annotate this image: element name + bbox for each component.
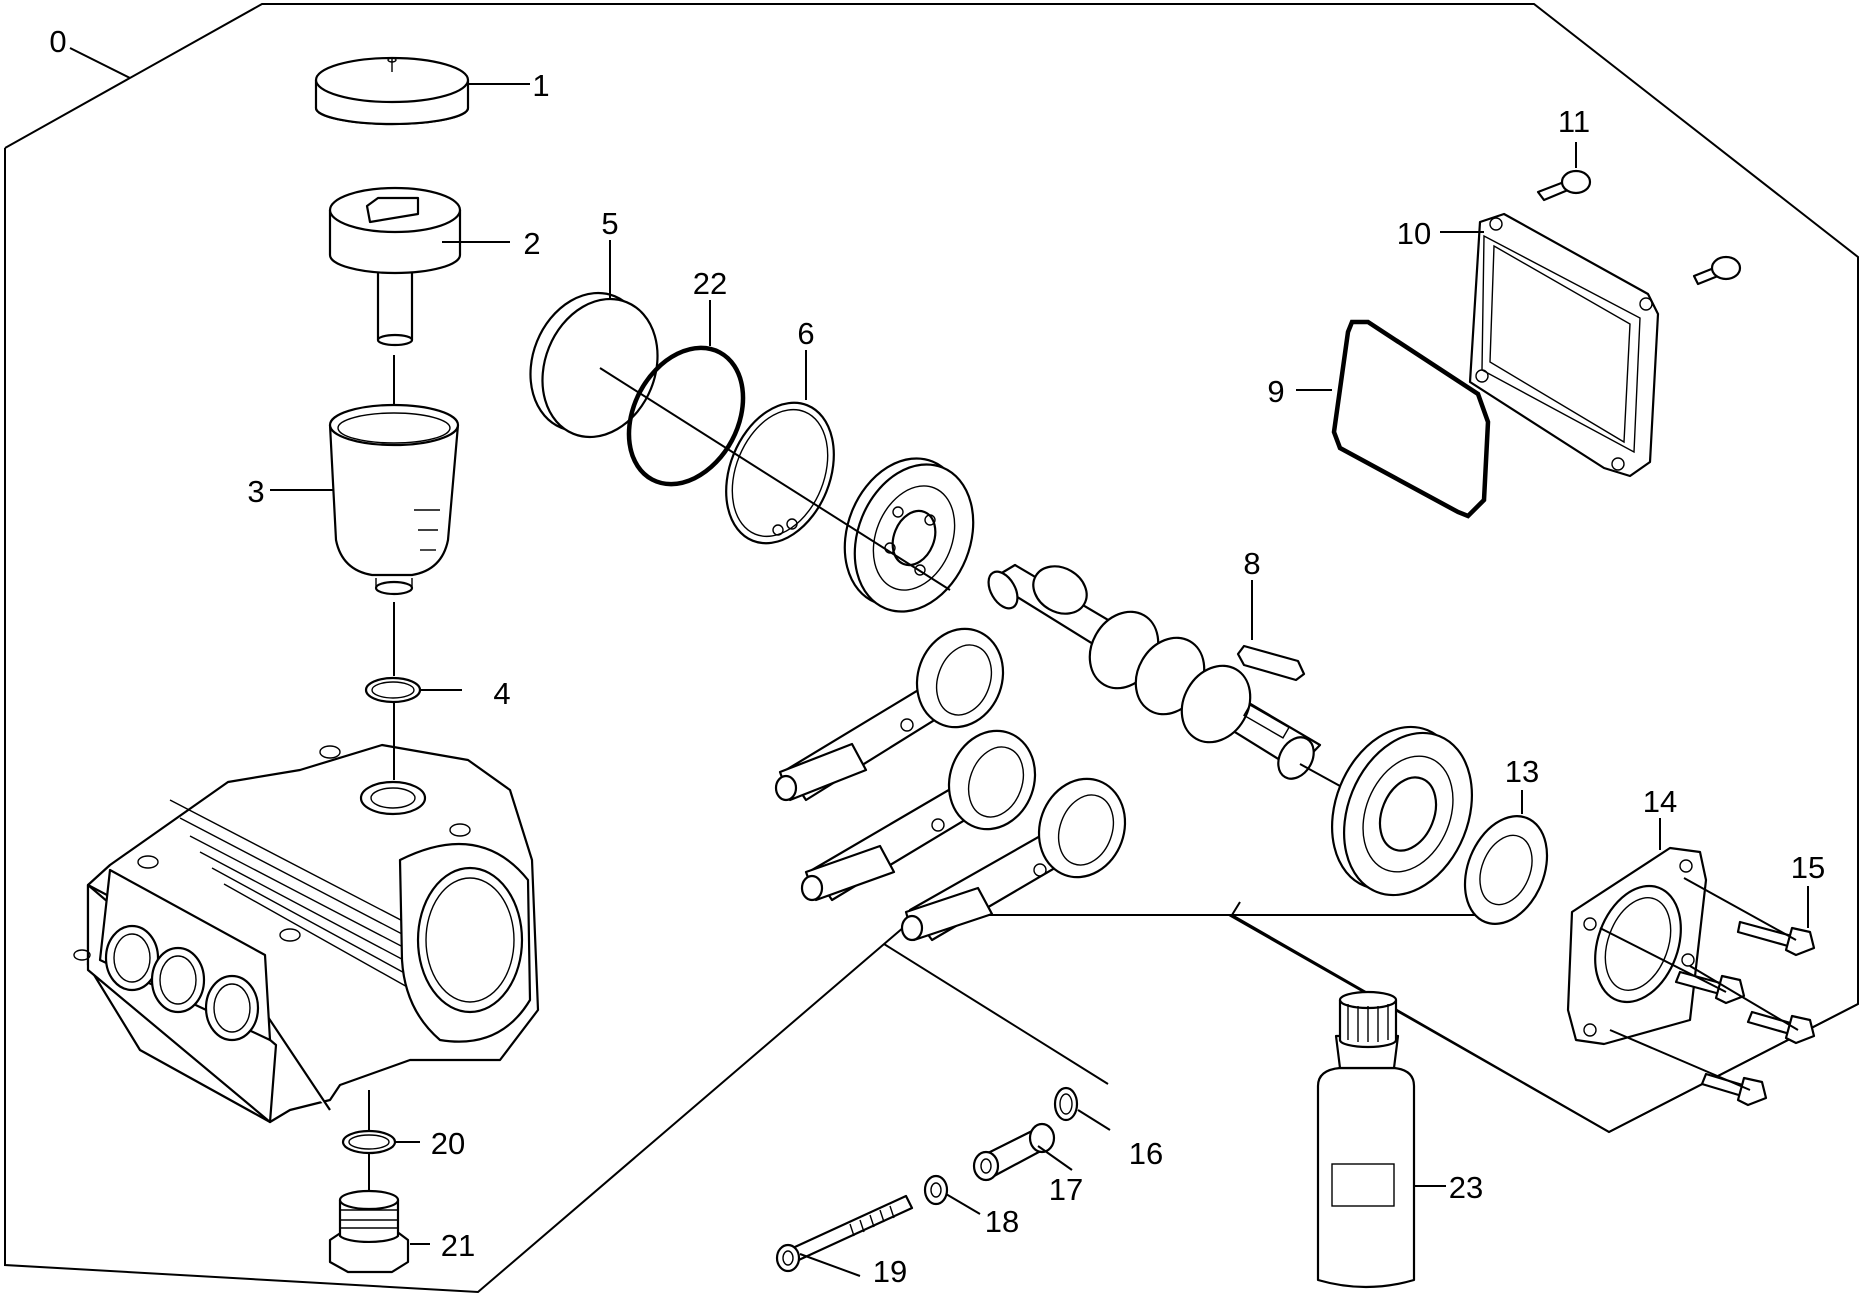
callout-20: 20	[431, 1126, 465, 1161]
callout-4: 4	[493, 676, 510, 711]
callout-18: 18	[985, 1204, 1019, 1239]
connecting-rods	[774, 627, 1127, 942]
callout-1: 1	[532, 68, 549, 103]
part-13-oil-seal	[1463, 815, 1549, 925]
part-10-rear-cover	[1468, 212, 1660, 478]
callout-9: 9	[1267, 374, 1284, 409]
callout-13: 13	[1505, 754, 1539, 789]
front-bearing	[843, 457, 975, 613]
part-5-cover-disc	[529, 291, 659, 439]
leader-lines	[69, 47, 1809, 1277]
part-18-washer	[923, 1174, 949, 1206]
pump-housing	[73, 743, 540, 1124]
part-20-o-ring	[341, 1129, 397, 1155]
callout-2: 2	[523, 226, 540, 261]
callout-labels: 0 1 2 3 4 5 22 6 8 9 10 11 13 14 15 16 1…	[49, 24, 1825, 1289]
callout-21: 21	[441, 1228, 475, 1263]
part-21-drain-plug	[328, 1189, 410, 1274]
part-8-key	[1236, 644, 1306, 682]
part-19-cap-screw	[775, 1194, 914, 1273]
part-16-retaining-ring	[1053, 1086, 1079, 1122]
callout-3: 3	[247, 474, 264, 509]
callout-15: 15	[1791, 850, 1825, 885]
part-17-wrist-pin	[972, 1122, 1056, 1182]
callout-17: 17	[1049, 1172, 1083, 1207]
part-6-circlip	[725, 401, 835, 545]
callout-5: 5	[601, 206, 618, 241]
part-2-oil-plug	[328, 186, 462, 347]
crankshaft	[987, 563, 1322, 780]
part-23-oil-bottle	[1316, 990, 1416, 1289]
part-1-cap	[314, 56, 470, 126]
part-11-screws	[1536, 169, 1742, 286]
callout-11: 11	[1558, 104, 1590, 139]
callout-19: 19	[873, 1254, 907, 1289]
callout-22: 22	[693, 266, 727, 301]
callout-14: 14	[1643, 784, 1677, 819]
callout-8: 8	[1243, 546, 1260, 581]
callout-6: 6	[797, 316, 814, 351]
callout-23: 23	[1449, 1170, 1483, 1205]
part-3-oil-reservoir	[328, 403, 460, 596]
rear-bearing	[1330, 725, 1474, 897]
part-22-o-ring	[626, 345, 746, 487]
part-9-gasket	[1331, 319, 1491, 519]
callout-10: 10	[1397, 216, 1431, 251]
part-4-o-ring	[364, 676, 422, 704]
callout-0: 0	[49, 24, 66, 59]
callout-16: 16	[1129, 1136, 1163, 1171]
